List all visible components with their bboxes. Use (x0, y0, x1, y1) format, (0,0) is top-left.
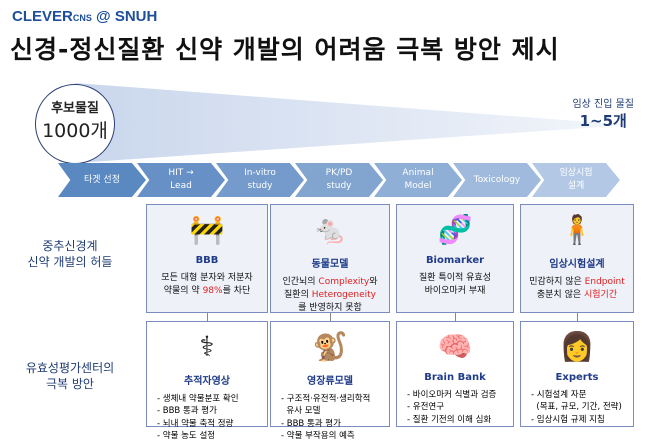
solution-item: - 질환 기전의 이해 심화 (407, 414, 492, 425)
mouse-syringe-icon: 🐁 (312, 213, 348, 246)
solution-title: 영장류모델 (307, 376, 353, 387)
connector-line (455, 313, 456, 321)
experts-icon: 👩 (559, 330, 595, 363)
stage-chevron: 타겟 선정 (58, 163, 146, 197)
connector-line (330, 313, 331, 321)
funnel-shape (75, 83, 630, 163)
hurdle-title: BBB (195, 255, 219, 266)
solution-item: - 약물 농도 설정 (157, 430, 216, 441)
solution-card: ⚕ 추적자영상 - 생체내 약물분포 확인 - BBB 통과 평가- 뇌내 약물 축적… (146, 321, 268, 441)
start-label: 후보물질 (51, 101, 99, 116)
end-label-group: 임상 진입 물질 1~5개 (572, 95, 634, 131)
solution-title: Brain Bank (424, 372, 486, 383)
solution-title: Experts (555, 372, 599, 383)
solution-card: 🧠 Brain Bank - 바이오마커 식별과 검증 - 유전연구- 질환 기전의 … (396, 321, 514, 427)
stage-chevron: HIT →Lead (137, 163, 225, 197)
clinical-trial-icon: 🧍 (559, 213, 595, 246)
logo: CLEVERCNS @ SNUH (12, 8, 158, 25)
solution-card: 🐒 영장류모델 - 구조적·유전적·생리학적 유사 모델- BBB 통과 평가- 약… (270, 321, 390, 441)
dna-icon: 🧬 (437, 213, 473, 246)
solution-title: 추적자영상 (184, 376, 230, 387)
solution-item: - 시험설계 자문 (531, 390, 587, 400)
connector-line (207, 313, 208, 321)
end-label: 임상 진입 물질 (572, 99, 634, 110)
stage-chevron: Toxicology (453, 163, 541, 197)
barrier-icon: 🚧 (189, 213, 225, 246)
solution-item: - 유전연구 (407, 402, 445, 413)
candidate-count-circle: 후보물질 1000개 (35, 84, 115, 164)
page-title: 신경-정신질환 신약 개발의 어려움 극복 방안 제시 (10, 35, 560, 64)
solution-item: - BBB 통과 평가 (281, 418, 341, 429)
solution-item: - 바이오마커 식별과 검증 (407, 390, 497, 400)
end-count: 1~5개 (579, 112, 627, 130)
hurdle-title: Biomarker (425, 255, 485, 266)
solution-item: - 임상시험 규제 지침 (531, 414, 605, 425)
hurdle-title: 동물모델 (311, 259, 349, 270)
solution-item: (목표, 규모, 기간, 전략) (531, 402, 622, 413)
brain-icon: 🧠 (437, 330, 473, 363)
monkey-icon: 🐒 (312, 330, 348, 363)
start-count: 1000개 (42, 120, 108, 142)
solution-item: - 구조적·유전적·생리학적 (281, 394, 371, 404)
connector-line (577, 313, 578, 321)
solution-item: - 생체내 약물분포 확인 (157, 394, 239, 404)
solution-item: - 약물 부작용의 예측 (281, 430, 355, 441)
solution-item: - 뇌내 약물 축적 정량 (157, 418, 234, 429)
hurdle-title: 임상시험설계 (549, 259, 605, 270)
solution-item: 유사 모델 (281, 406, 321, 417)
pet-scanner-icon: ⚕ (199, 330, 215, 363)
solution-item: - BBB 통과 평가 (157, 406, 217, 417)
solution-card: 👩 Experts - 시험설계 자문 (목표, 규모, 기간, 전략)- 임상시험… (520, 321, 634, 427)
